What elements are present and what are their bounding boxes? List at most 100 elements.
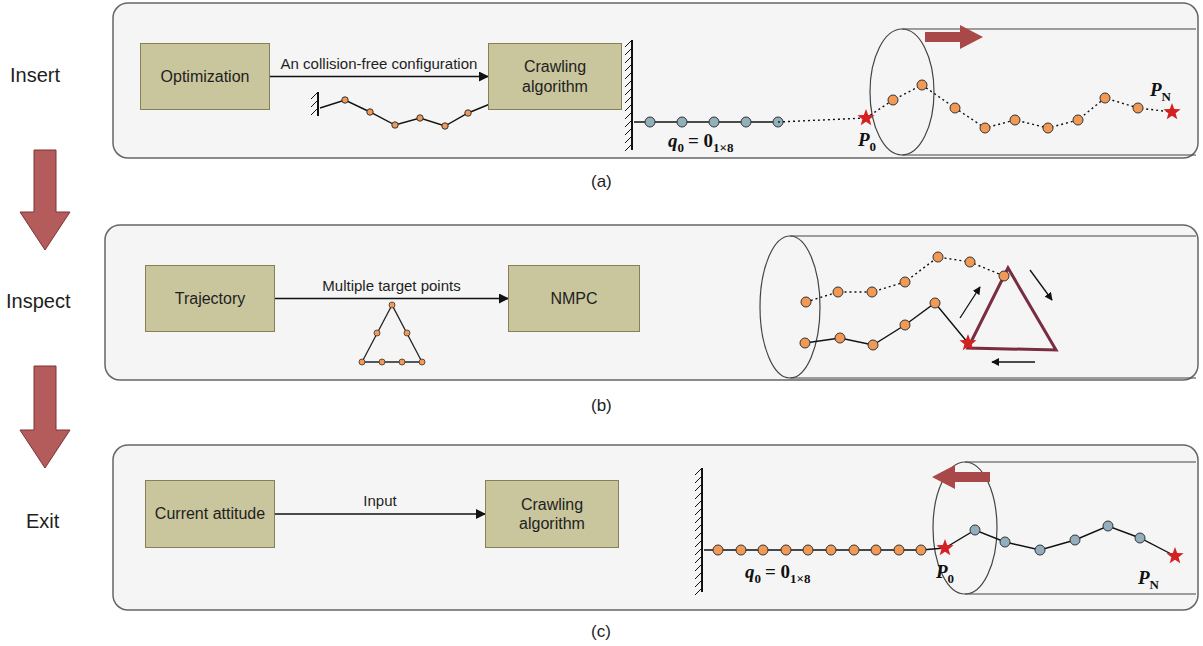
robot-joint	[1103, 521, 1113, 531]
wall-hatch	[695, 516, 702, 523]
robot-joint	[367, 109, 373, 115]
connector-arrow	[275, 298, 508, 300]
wall-hatch	[695, 588, 702, 595]
flow-arrow	[20, 366, 70, 468]
subscript: 1×8	[713, 140, 733, 155]
panel	[105, 225, 1198, 380]
math-symbol: = 0	[688, 130, 713, 151]
math-symbol: q	[745, 561, 755, 582]
direction-arrow	[1030, 270, 1052, 300]
robot-link	[866, 85, 1172, 128]
robot-link	[634, 121, 778, 122]
robot-joint	[826, 545, 836, 555]
wall-hatch	[311, 92, 318, 99]
point-label: PN	[1150, 80, 1171, 103]
trajectory-point	[419, 359, 425, 365]
wall-hatch	[695, 556, 702, 563]
wall-hatch	[311, 108, 318, 115]
robot-joint	[803, 545, 813, 555]
wall-hatch	[695, 508, 702, 515]
robot-joint	[916, 545, 926, 555]
robot-joint	[442, 123, 448, 129]
math-symbol: P	[1150, 79, 1162, 100]
robot-joint	[417, 115, 423, 121]
math-symbol: q	[668, 130, 678, 151]
wall-hatch	[625, 40, 632, 47]
robot-link	[778, 118, 866, 122]
box-label: Crawling algorithm	[492, 495, 612, 533]
robot-joint	[894, 545, 904, 555]
wall-hatch	[695, 548, 702, 555]
target-star	[1166, 547, 1183, 563]
panel	[113, 445, 1198, 610]
point-label: P0	[936, 562, 954, 585]
box-label: Trajectory	[175, 289, 246, 308]
robot-joint	[801, 297, 811, 307]
target-star	[857, 109, 874, 125]
motion-arrow	[932, 465, 990, 489]
robot-joint	[758, 545, 768, 555]
robot-link	[805, 303, 968, 345]
robot-joint	[677, 117, 687, 127]
robot-joint	[800, 338, 810, 348]
wall-hatch	[625, 144, 632, 151]
robot-joint	[917, 80, 927, 90]
target-star	[1163, 103, 1180, 119]
robot-joint	[980, 123, 990, 133]
trajectory-sketch	[362, 305, 422, 362]
edge-label: An collision-free configuration	[281, 55, 478, 72]
subscript: N	[1162, 89, 1171, 104]
flow-arrow	[20, 150, 70, 250]
robot-joint	[868, 340, 878, 350]
wall-hatch	[695, 468, 702, 475]
robot-joint	[1035, 545, 1045, 555]
robot-joint	[465, 110, 471, 116]
process-box: NMPC	[508, 265, 640, 332]
wall-hatch	[695, 500, 702, 507]
direction-arrow	[992, 361, 1035, 362]
process-box: Current attitude	[145, 480, 275, 548]
robot-joint	[1073, 115, 1083, 125]
subscript: 0	[948, 571, 955, 586]
subscript: 0	[678, 140, 685, 155]
wall-hatch	[695, 564, 702, 571]
process-box: Trajectory	[145, 265, 275, 332]
target-triangle	[968, 268, 1056, 350]
box-label: Crawling algorithm	[495, 57, 615, 95]
robot-joint	[1010, 115, 1020, 125]
stage-label: Insert	[10, 64, 60, 87]
stage-label: Exit	[26, 510, 59, 533]
panel-caption: (c)	[591, 622, 611, 642]
trajectory-point	[399, 359, 405, 365]
math-symbol: = 0	[765, 561, 790, 582]
trajectory-point	[374, 330, 380, 336]
motion-arrow	[925, 25, 983, 49]
direction-arrow	[960, 287, 980, 318]
box-label: Optimization	[161, 67, 250, 86]
panel-caption: (a)	[591, 172, 612, 192]
math-symbol: P	[858, 129, 870, 150]
subscript: 0	[755, 571, 762, 586]
robot-joint	[709, 117, 719, 127]
trajectory-point	[359, 359, 365, 365]
process-box: Crawling algorithm	[485, 480, 619, 548]
robot-joint	[849, 545, 859, 555]
robot-joint	[970, 525, 980, 535]
robot-joint	[933, 252, 943, 262]
point-label: PN	[1138, 568, 1159, 591]
joint-vector-label: q0= 01×8	[745, 562, 811, 585]
robot-joint	[713, 545, 723, 555]
subscript: 1×8	[790, 571, 810, 586]
robot-joint	[950, 103, 960, 113]
process-box: Crawling algorithm	[488, 43, 622, 110]
robot-joint	[1043, 123, 1053, 133]
robot-joint	[900, 320, 910, 330]
subscript: 0	[870, 139, 877, 154]
wall-hatch	[625, 120, 632, 127]
wall-hatch	[695, 524, 702, 531]
wall-hatch	[625, 48, 632, 55]
box-label: Current attitude	[155, 504, 265, 523]
robot-joint	[392, 122, 398, 128]
wall-hatch	[625, 136, 632, 143]
wall-hatch	[695, 484, 702, 491]
